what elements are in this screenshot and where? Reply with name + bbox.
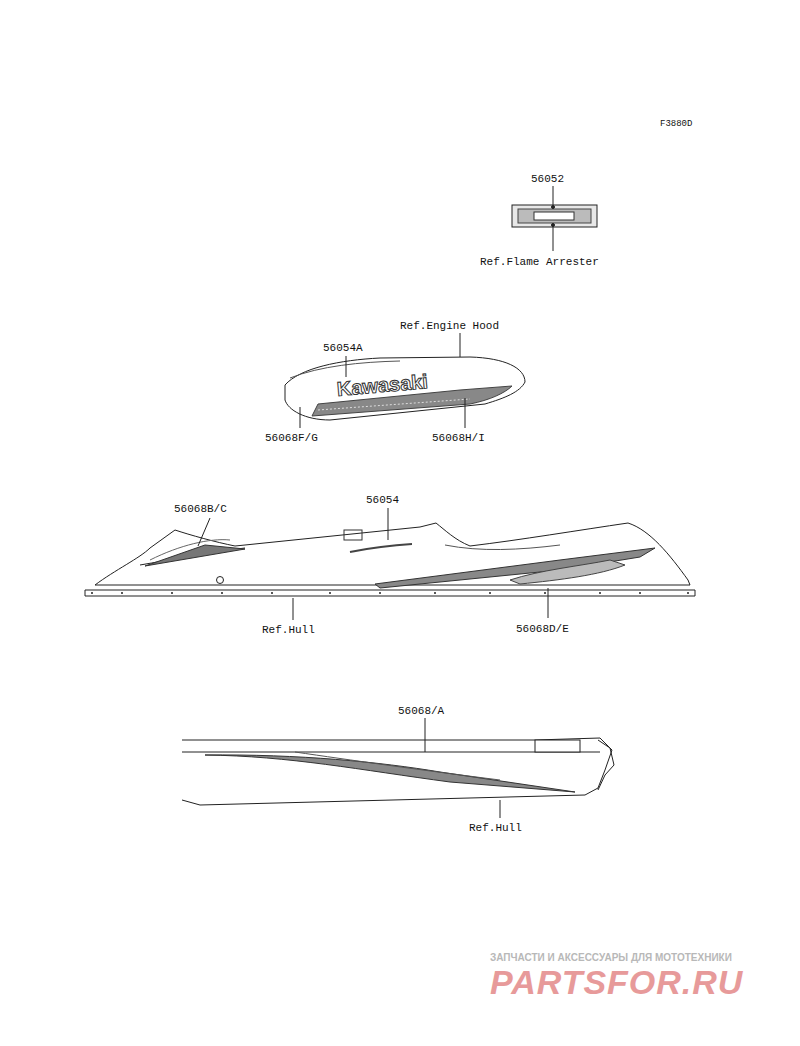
watermark: ЗАПЧАСТИ И АКСЕССУАРЫ ДЛЯ МОТОТЕХНИКИ — [490, 952, 732, 963]
callout-number: 56068D/E — [516, 623, 569, 635]
reference-label: Ref.Hull — [469, 822, 522, 834]
callout-number: 56054A — [323, 342, 363, 354]
figure-code: F3880D — [660, 120, 692, 130]
engine-hood — [285, 333, 525, 428]
hull-side — [85, 508, 695, 620]
callout-number: 56068/A — [398, 705, 444, 717]
reference-label: Ref.Hull — [262, 624, 315, 636]
reference-label: Ref.Flame Arrester — [480, 256, 599, 268]
watermark: PARTSFOR.RU — [490, 964, 743, 1001]
callout-number: 56068F/G — [265, 432, 318, 444]
callout-number: 56068B/C — [174, 503, 227, 515]
reference-label: Ref.Engine Hood — [400, 320, 499, 332]
hull-bottom — [182, 718, 614, 818]
flame-arrester-decal — [512, 186, 597, 251]
callout-number: 56054 — [366, 494, 399, 506]
callout-number: 56052 — [531, 173, 564, 185]
callout-number: 56068H/I — [432, 432, 485, 444]
